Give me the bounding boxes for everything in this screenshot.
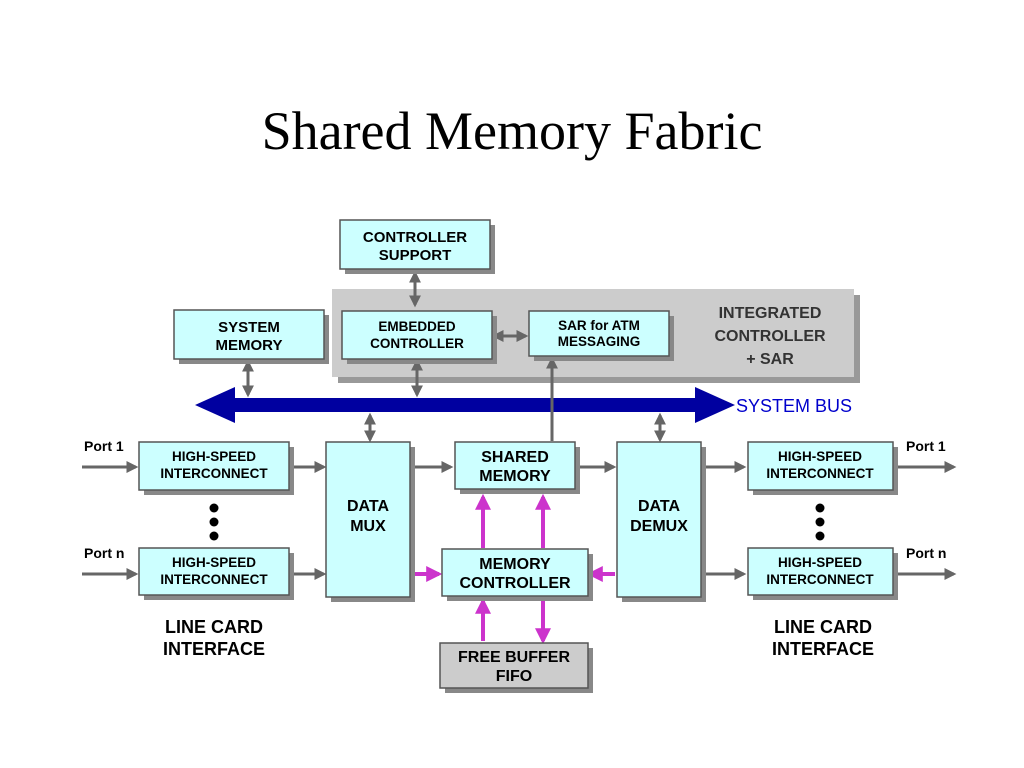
hs-interconnect-right-n [747, 547, 898, 600]
system-memory-box [173, 309, 329, 364]
ellipsis-dots-left [209, 503, 219, 541]
line-card-right-label-2: INTERFACE [772, 639, 874, 659]
port-1-left-label: Port 1 [84, 438, 124, 454]
hs-right-n-label-2: INTERCONNECT [766, 572, 874, 587]
hs-interconnect-right-1 [747, 441, 898, 495]
sar-atm-label-1: SAR for ATM [558, 318, 640, 333]
memory-controller-connectors [410, 493, 615, 645]
embedded-controller-box [341, 310, 497, 364]
free-buffer-fifo-box [439, 642, 593, 693]
hs-left-n-label-2: INTERCONNECT [160, 572, 268, 587]
shared-memory-box [454, 441, 580, 494]
data-mux-box [325, 441, 415, 602]
system-memory-label-1: SYSTEM [218, 319, 280, 336]
data-demux-box [616, 441, 706, 602]
data-demux-label-1: DATA [638, 498, 681, 515]
memory-controller-label-1: MEMORY [479, 556, 551, 573]
hs-interconnect-left-1 [138, 441, 294, 495]
hs-left-1-label-1: HIGH-SPEED [172, 449, 256, 464]
line-card-right-label-1: LINE CARD [774, 617, 872, 637]
sar-atm-box [528, 310, 674, 361]
port-n-left-label: Port n [84, 545, 124, 561]
line-card-left-label-2: INTERFACE [163, 639, 265, 659]
gray-connectors [82, 270, 957, 580]
system-bus [195, 387, 735, 423]
hs-left-n-label-1: HIGH-SPEED [172, 555, 256, 570]
embedded-controller-label-1: EMBEDDED [378, 319, 456, 334]
integrated-label-2: CONTROLLER [714, 328, 826, 345]
integrated-label-1: INTEGRATED [719, 305, 822, 322]
port-1-right-label: Port 1 [906, 438, 946, 454]
controller-support-label-2: SUPPORT [379, 247, 452, 264]
memory-controller-box [441, 548, 593, 601]
memory-controller-label-2: CONTROLLER [459, 575, 571, 592]
embedded-controller-label-2: CONTROLLER [370, 336, 464, 351]
hs-right-1-label-2: INTERCONNECT [766, 466, 874, 481]
sar-atm-label-2: MESSAGING [558, 334, 641, 349]
free-buffer-label-1: FREE BUFFER [458, 649, 570, 666]
ellipsis-dots-right [815, 503, 825, 541]
hs-right-1-label-1: HIGH-SPEED [778, 449, 862, 464]
free-buffer-label-2: FIFO [496, 668, 532, 685]
system-bus-label: SYSTEM BUS [736, 396, 852, 416]
port-n-right-label: Port n [906, 545, 946, 561]
controller-support-box [339, 219, 495, 274]
hs-right-n-label-1: HIGH-SPEED [778, 555, 862, 570]
data-mux-label-2: MUX [350, 518, 386, 535]
hs-interconnect-left-n [138, 547, 294, 600]
data-mux-label-1: DATA [347, 498, 390, 515]
controller-support-label-1: CONTROLLER [363, 229, 467, 246]
hs-left-1-label-2: INTERCONNECT [160, 466, 268, 481]
line-card-left-label-1: LINE CARD [165, 617, 263, 637]
slide-title: Shared Memory Fabric [261, 101, 763, 161]
data-demux-label-2: DEMUX [630, 518, 688, 535]
shared-memory-label-2: MEMORY [479, 468, 551, 485]
system-memory-label-2: MEMORY [216, 337, 283, 354]
shared-memory-label-1: SHARED [481, 449, 549, 466]
integrated-label-3: + SAR [746, 351, 794, 368]
